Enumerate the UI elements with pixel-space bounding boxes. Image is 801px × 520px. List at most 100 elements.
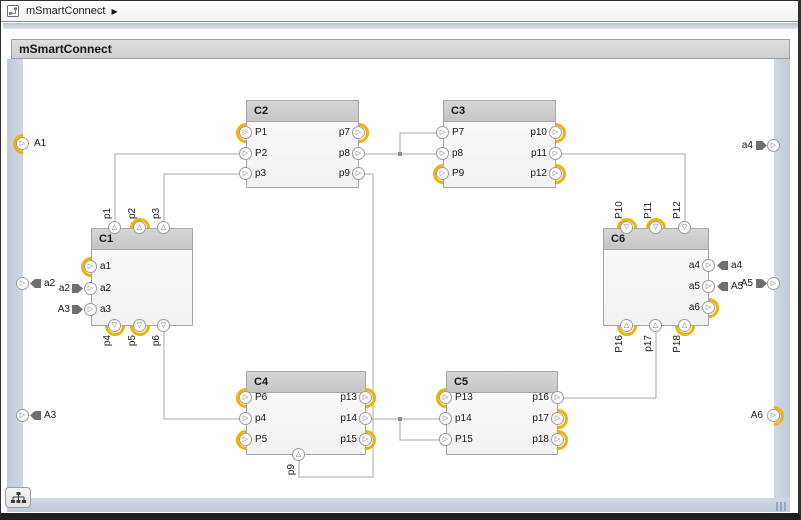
- hidden-connection-stub-icon[interactable]: [717, 261, 728, 270]
- architecture-badge-button[interactable]: [5, 487, 31, 508]
- breadcrumb-model-name[interactable]: mSmartConnect: [26, 5, 106, 17]
- hidden-connection-stub-icon[interactable]: [756, 141, 767, 150]
- port-C1-p3[interactable]: △: [157, 221, 170, 234]
- port-C5-p18[interactable]: ▷: [551, 433, 564, 446]
- port-C1-p5[interactable]: ▽: [133, 319, 146, 332]
- component-header-C6: C6: [604, 229, 708, 250]
- port-label: p5: [127, 335, 138, 347]
- port-C4-p15[interactable]: ▷: [359, 433, 372, 446]
- component-C4[interactable]: C4: [246, 371, 366, 455]
- external-port-A5[interactable]: ▷: [767, 277, 780, 290]
- resize-grip[interactable]: [776, 502, 790, 511]
- port-C6-a5[interactable]: ▷: [702, 280, 715, 293]
- hidden-connection-stub-icon[interactable]: [72, 284, 83, 293]
- component-C1[interactable]: C1: [91, 228, 193, 326]
- hidden-connection-stub-icon[interactable]: [72, 305, 83, 314]
- port-direction-icon: ▷: [87, 284, 94, 292]
- port-C6-P11[interactable]: ▽: [649, 221, 662, 234]
- connector-wire[interactable]: [399, 132, 443, 154]
- port-C3-p11[interactable]: ▷: [549, 147, 562, 160]
- port-C4-p9[interactable]: △: [292, 448, 305, 461]
- port-C1-p2[interactable]: △: [133, 221, 146, 234]
- port-direction-icon: ▷: [552, 128, 559, 136]
- external-port-a2[interactable]: ▷: [16, 277, 29, 290]
- port-direction-icon: △: [136, 223, 143, 231]
- hidden-connection-stub-icon[interactable]: [30, 279, 41, 288]
- port-C2-P1[interactable]: ▷: [239, 126, 252, 139]
- port-direction-icon: △: [681, 321, 688, 329]
- port-C2-p9[interactable]: ▷: [352, 167, 365, 180]
- port-C6-a4[interactable]: ▷: [702, 259, 715, 272]
- connector-wire[interactable]: [558, 326, 657, 399]
- port-C6-a6[interactable]: ▷: [702, 301, 715, 314]
- port-label: p15: [340, 434, 357, 445]
- port-C3-P7[interactable]: ▷: [436, 126, 449, 139]
- port-C5-p17[interactable]: ▷: [551, 412, 564, 425]
- port-C4-p4[interactable]: ▷: [239, 412, 252, 425]
- component-label: C4: [254, 376, 269, 388]
- port-C1-p4[interactable]: ▽: [108, 319, 121, 332]
- port-C2-P2[interactable]: ▷: [239, 147, 252, 160]
- component-C2[interactable]: C2: [246, 100, 359, 188]
- port-direction-icon: △: [623, 321, 630, 329]
- connector-wire[interactable]: [556, 153, 686, 228]
- port-C2-p3[interactable]: ▷: [239, 167, 252, 180]
- port-label: p8: [452, 148, 464, 159]
- port-C2-p8[interactable]: ▷: [352, 147, 365, 160]
- external-port-A6[interactable]: ▷: [767, 409, 780, 422]
- port-C4-P6[interactable]: ▷: [239, 391, 252, 404]
- port-C5-P13[interactable]: ▷: [439, 391, 452, 404]
- component-C5[interactable]: C5: [446, 371, 558, 455]
- external-port-A3[interactable]: ▷: [16, 409, 29, 422]
- port-C4-p14[interactable]: ▷: [359, 412, 372, 425]
- port-label: a6: [688, 302, 700, 313]
- hidden-connection-stub-icon[interactable]: [30, 411, 41, 420]
- port-C1-p1[interactable]: △: [108, 221, 121, 234]
- port-label: a4: [688, 260, 700, 271]
- port-label: P7: [452, 127, 465, 138]
- connector-wire[interactable]: [163, 173, 246, 228]
- port-C1-p6[interactable]: ▽: [157, 319, 170, 332]
- port-C4-p13[interactable]: ▷: [359, 391, 372, 404]
- port-C6-P16[interactable]: △: [620, 319, 633, 332]
- port-direction-icon: ▷: [554, 435, 561, 443]
- port-C5-p16[interactable]: ▷: [551, 391, 564, 404]
- port-C1-a1[interactable]: ▷: [84, 260, 97, 273]
- port-C3-p10[interactable]: ▷: [549, 126, 562, 139]
- port-C6-P12[interactable]: ▽: [678, 221, 691, 234]
- connector-wire[interactable]: [163, 326, 246, 420]
- port-direction-icon: ▷: [770, 141, 777, 149]
- port-C5-P15[interactable]: ▷: [439, 433, 452, 446]
- port-C4-P5[interactable]: ▷: [239, 433, 252, 446]
- port-direction-icon: △: [160, 223, 167, 231]
- component-C3[interactable]: C3: [443, 100, 556, 188]
- port-C6-P18[interactable]: △: [678, 319, 691, 332]
- port-C5-p14[interactable]: ▷: [439, 412, 452, 425]
- port-direction-icon: ▷: [439, 169, 446, 177]
- external-port-A1[interactable]: ▷: [16, 137, 29, 150]
- port-C3-P9[interactable]: ▷: [436, 167, 449, 180]
- connector-wire[interactable]: [114, 153, 246, 228]
- port-C3-p8[interactable]: ▷: [436, 147, 449, 160]
- breadcrumb-arrow-icon[interactable]: ▶: [111, 7, 118, 16]
- port-C6-P10[interactable]: ▽: [620, 221, 633, 234]
- external-port-a4[interactable]: ▷: [767, 139, 780, 152]
- port-label: p9: [338, 168, 350, 179]
- port-label: p11: [531, 148, 547, 159]
- hidden-connection-stub-icon[interactable]: [756, 279, 767, 288]
- connector-wire[interactable]: [399, 419, 446, 441]
- component-header-C4: C4: [247, 372, 365, 393]
- architecture-boundary-right: [774, 59, 790, 512]
- port-C1-a2[interactable]: ▷: [84, 282, 97, 295]
- architecture-title: mSmartConnect: [19, 42, 112, 56]
- port-C1-a3[interactable]: ▷: [84, 303, 97, 316]
- port-C6-p17[interactable]: △: [649, 319, 662, 332]
- component-C6[interactable]: C6: [603, 228, 709, 326]
- connector-wire[interactable]: [298, 173, 374, 478]
- port-C3-p12[interactable]: ▷: [549, 167, 562, 180]
- hidden-connection-stub-icon[interactable]: [717, 282, 728, 291]
- port-label: P1: [255, 127, 268, 138]
- port-C2-p7[interactable]: ▷: [352, 126, 365, 139]
- port-label: p8: [338, 148, 350, 159]
